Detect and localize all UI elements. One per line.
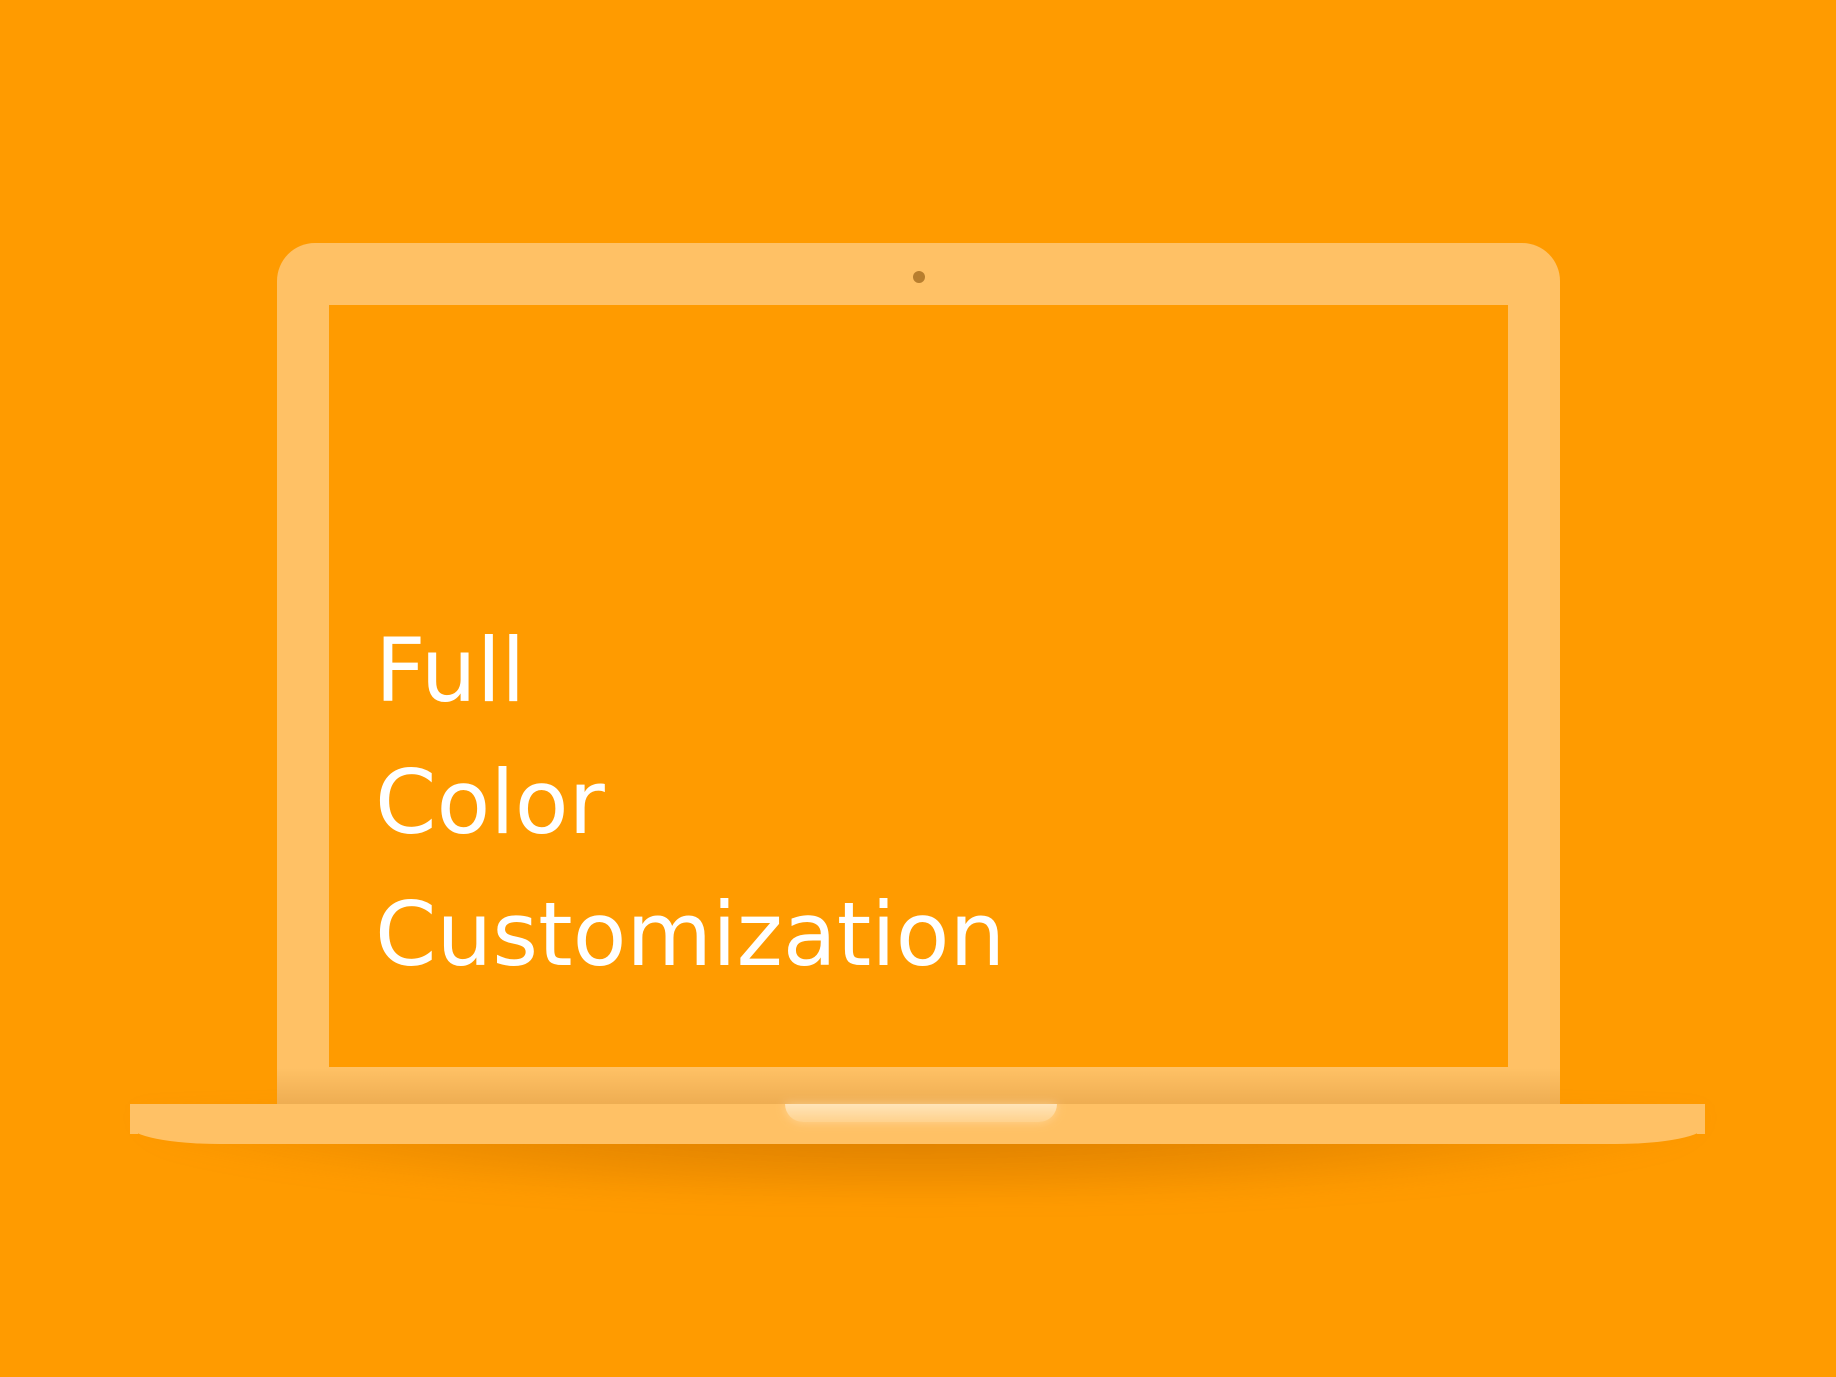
laptop-base-left-end xyxy=(130,1104,138,1134)
camera-icon xyxy=(913,271,925,283)
hinge-shadow xyxy=(277,1068,1560,1105)
headline-line-full: Full xyxy=(375,619,526,722)
laptop-base-right-end xyxy=(1697,1104,1705,1134)
feature-headline: Full Color Customization xyxy=(375,605,1005,1001)
laptop-opening-notch xyxy=(785,1104,1057,1122)
headline-line-customization: Customization xyxy=(375,883,1006,986)
laptop-screen: Full Color Customization xyxy=(329,305,1508,1067)
headline-line-color: Color xyxy=(375,751,605,854)
